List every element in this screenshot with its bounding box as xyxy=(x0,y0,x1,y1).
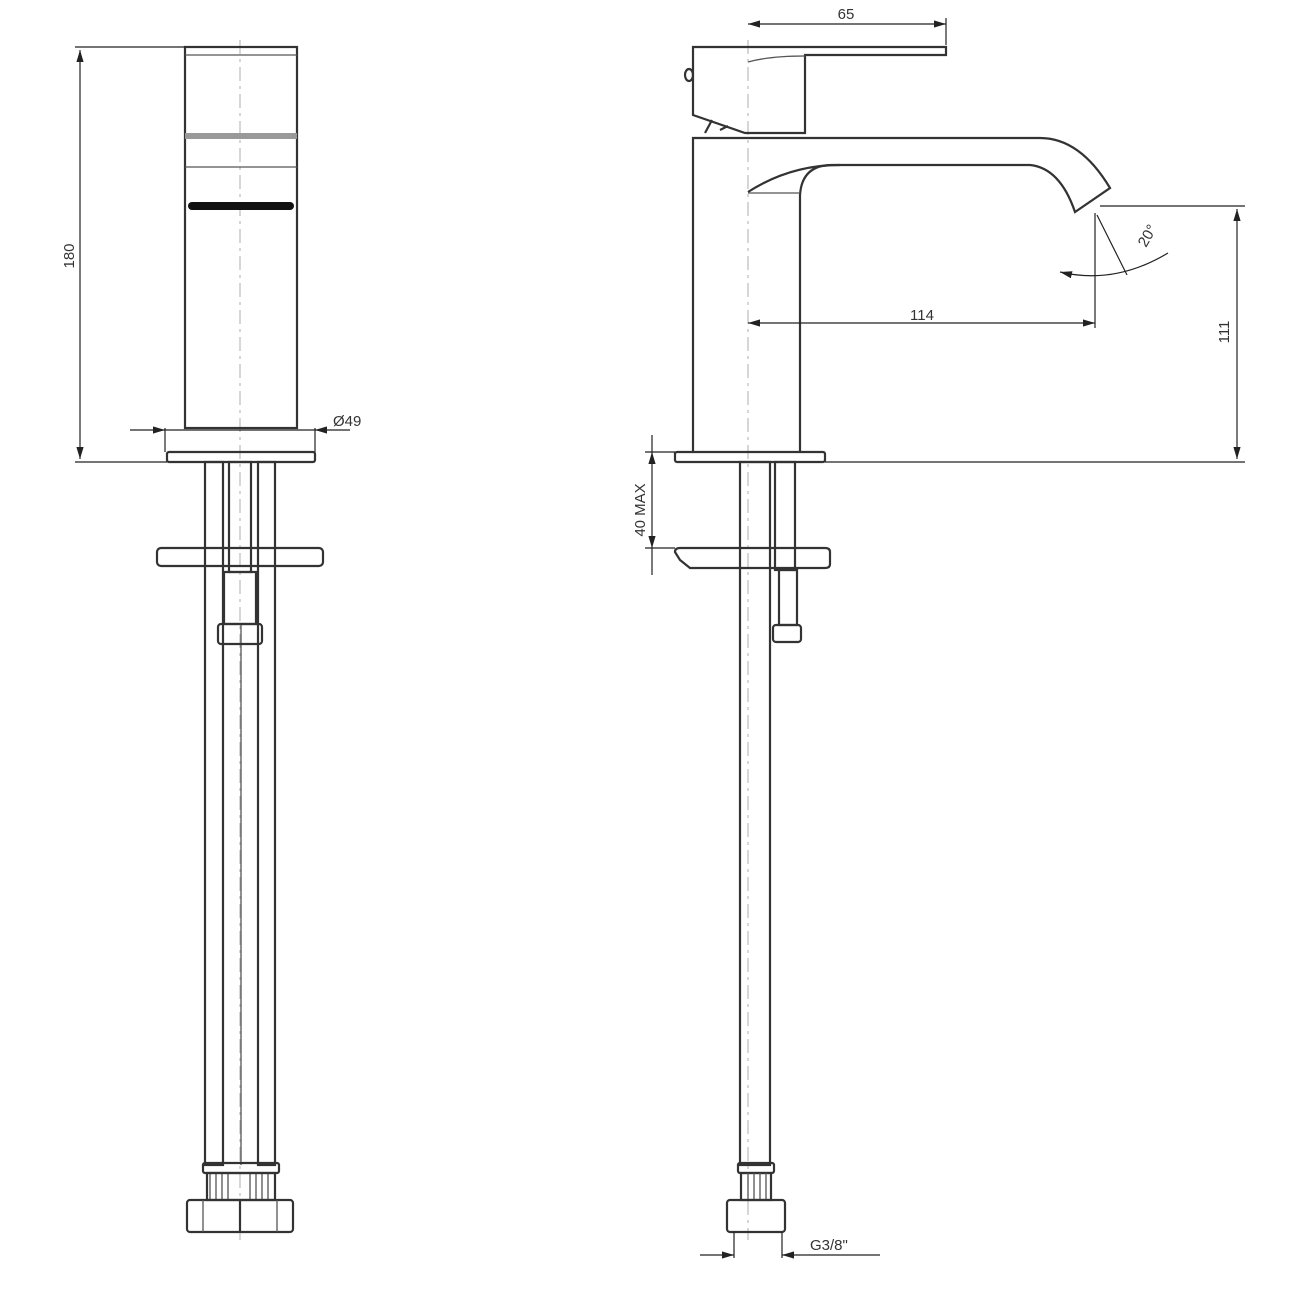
side-handle xyxy=(691,45,948,135)
dim-180-label: 180 xyxy=(61,243,78,268)
front-body xyxy=(183,45,299,430)
side-fixing-plate xyxy=(673,546,832,570)
dim-114-label: 114 xyxy=(910,307,934,324)
dim-65-label: 65 xyxy=(838,6,855,23)
dim-49-label: Ø49 xyxy=(333,413,361,430)
dimension-thread: G3/8" xyxy=(700,1232,880,1259)
side-spout-body xyxy=(691,136,1112,452)
dimension-spout-height: 111 xyxy=(825,205,1245,463)
dim-40max-label: 40 MAX xyxy=(632,483,649,536)
side-view xyxy=(673,40,1112,1240)
aerator-band xyxy=(188,202,294,210)
dimension-handle-reach: 65 xyxy=(748,6,947,45)
dimension-spout-reach: 114 xyxy=(748,213,1096,328)
front-base-plate xyxy=(165,450,317,464)
dimension-deck-thickness: 40 MAX xyxy=(632,435,675,575)
dimension-spout-angle: 20° xyxy=(1059,214,1169,279)
dimension-height: 180 xyxy=(61,46,185,463)
side-base-plate xyxy=(673,450,827,464)
dimension-diameter: Ø49 xyxy=(130,413,361,452)
front-fixing-plate xyxy=(155,546,325,568)
front-view xyxy=(155,40,325,1240)
dim-g38-label: G3/8" xyxy=(810,1237,848,1254)
dim-20deg-label: 20° xyxy=(1135,222,1161,250)
dim-111-label: 111 xyxy=(1216,321,1233,344)
